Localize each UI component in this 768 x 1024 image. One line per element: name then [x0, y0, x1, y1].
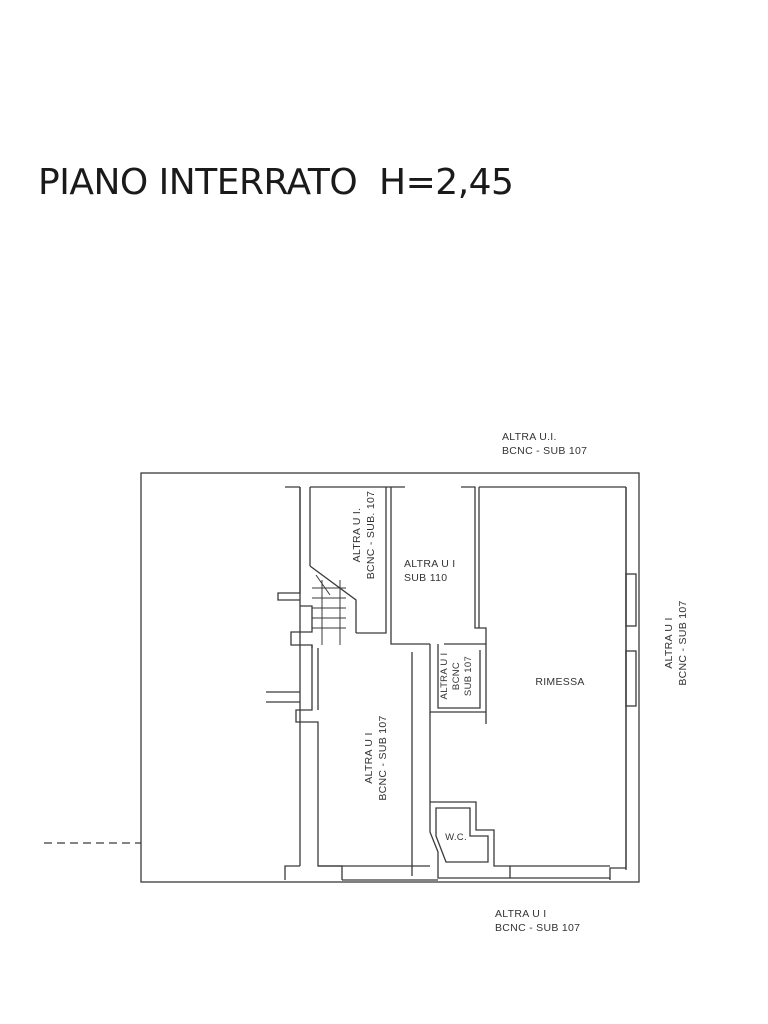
label-line: ALTRA U I: [663, 617, 675, 669]
label-line: BCNC - SUB 107: [495, 922, 581, 934]
label-wc: W.C.: [445, 832, 467, 843]
stairs: [312, 574, 346, 645]
corridor-entry: [266, 691, 300, 703]
label-line: BCNC - SUB 107: [502, 445, 588, 457]
label-line: BCNC: [451, 661, 462, 691]
outer-wall-outline: [140, 472, 640, 883]
label-corridor: ALTRA U I BCNC - SUB 107: [362, 715, 390, 800]
bottom-inner-wall: [318, 865, 610, 879]
label-line: ALTRA U I: [439, 652, 450, 700]
label-line: BCNC - SUB 107: [677, 600, 689, 686]
label-line: ALTRA U I: [495, 908, 547, 920]
label-line: BCNC - SUB. 107: [365, 490, 377, 580]
label-line: SUB 107: [463, 655, 474, 697]
label-line: ALTRA U I: [404, 558, 456, 570]
small-room-walls: [429, 644, 487, 724]
label-top-neighbor: ALTRA U.I. BCNC - SUB 107: [502, 430, 587, 458]
label-sub110: ALTRA U I SUB 110: [404, 557, 456, 585]
label-small-room: ALTRA U I BCNC SUB 107: [439, 653, 475, 700]
label-line: BCNC - SUB 107: [377, 715, 389, 801]
outer-wall-inner: [284, 486, 627, 880]
label-right-neighbor: ALTRA U I BCNC - SUB 107: [662, 600, 690, 685]
sub110-walls: [390, 486, 487, 645]
window-right-upper: [625, 573, 637, 627]
page-title: PIANO INTERRATO H=2,45: [38, 162, 514, 203]
label-rimessa: RIMESSA: [535, 676, 585, 688]
left-inner-wall: [277, 487, 313, 648]
stair-room-walls: [309, 486, 391, 634]
label-line: SUB 110: [404, 572, 448, 584]
label-bottom-neighbor: ALTRA U I BCNC - SUB 107: [495, 907, 580, 935]
wc-walls: [429, 712, 511, 879]
label-line: ALTRA U I.: [351, 507, 363, 563]
label-line: ALTRA U.I.: [502, 431, 557, 443]
label-line: ALTRA U I: [363, 732, 375, 784]
label-stair-room: ALTRA U I. BCNC - SUB. 107: [350, 491, 378, 580]
window-right-lower: [625, 650, 637, 707]
corridor-walls: [295, 645, 438, 881]
